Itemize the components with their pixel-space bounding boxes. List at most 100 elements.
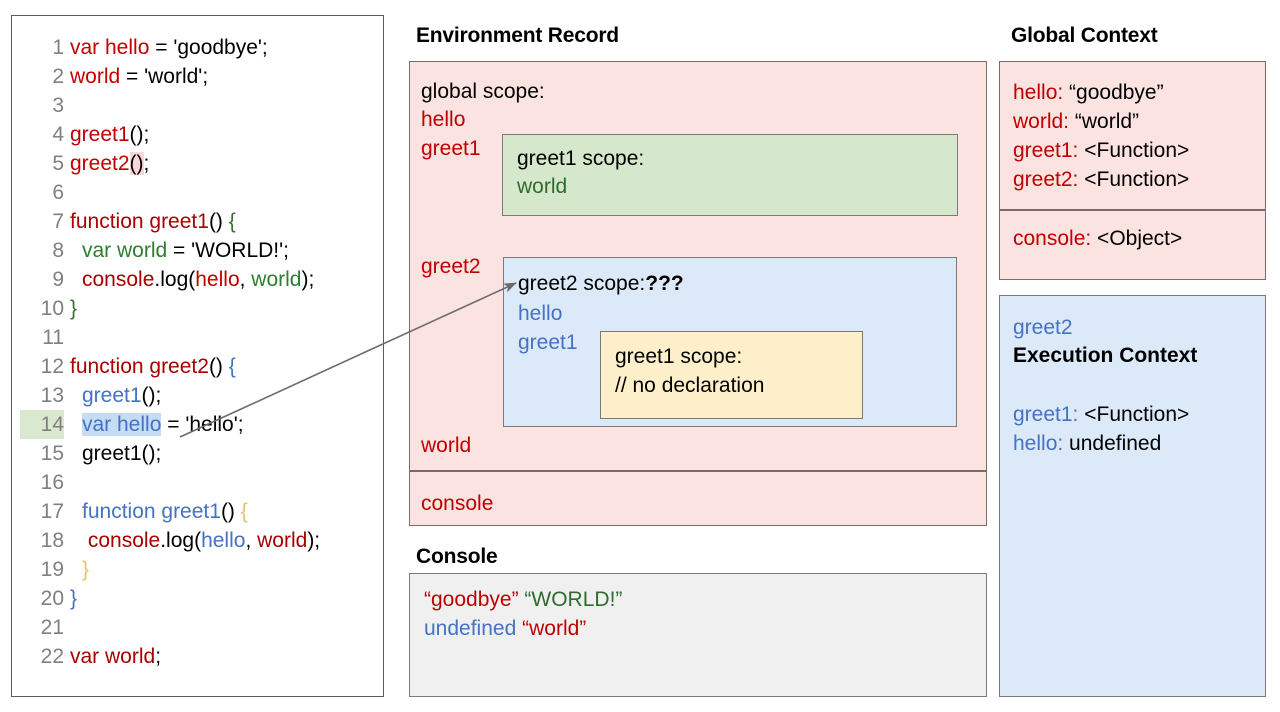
- code-token: );: [301, 268, 315, 291]
- code-line[interactable]: 16: [12, 468, 383, 497]
- code-line[interactable]: 11: [12, 323, 383, 352]
- code-line-number: 8: [52, 239, 64, 262]
- code-token: );: [307, 529, 321, 552]
- greet1-scope-var-world: world: [517, 175, 568, 198]
- code-token: world: [251, 268, 302, 291]
- context-entry-value: “goodbye”: [1063, 81, 1164, 104]
- code-token: world: [257, 529, 308, 552]
- code-line-number: 22: [40, 645, 64, 668]
- code-line[interactable]: 18 console.log(hello, world);: [12, 526, 383, 555]
- code-line[interactable]: 6: [12, 178, 383, 207]
- code-line-text: greet1();: [82, 381, 161, 410]
- code-token: function greet1: [70, 210, 209, 233]
- code-line[interactable]: 14 var hello = 'hello';: [12, 410, 383, 439]
- code-token: = 'world';: [120, 65, 209, 88]
- code-line[interactable]: 19}: [12, 555, 383, 584]
- context-entry-key: hello:: [1013, 81, 1064, 104]
- code-token: .log(: [154, 268, 196, 291]
- execution-context-panel: greet2 Execution Context greet1: <Functi…: [999, 295, 1266, 697]
- context-entry-key: console:: [1013, 227, 1092, 250]
- console-title: Console: [416, 545, 498, 568]
- code-token: var world: [82, 239, 168, 262]
- code-line-number: 19: [40, 558, 64, 581]
- code-token: var hello: [70, 36, 150, 59]
- context-entry-value: <Function>: [1078, 168, 1190, 191]
- context-entry-key: world:: [1013, 110, 1070, 133]
- er-binding-greet2: greet2: [421, 255, 481, 278]
- code-line[interactable]: 9 console.log(hello, world);: [12, 265, 383, 294]
- code-line-number: 7: [52, 210, 64, 233]
- code-line-number: 5: [52, 152, 64, 175]
- execution-context-heading: Execution Context: [1013, 344, 1198, 367]
- greet1-inner-scope-box: greet1 scope: // no declaration: [600, 331, 863, 419]
- context-entry-value: <Function>: [1078, 403, 1190, 426]
- code-line-number: 15: [40, 442, 64, 465]
- code-line-number: 21: [40, 616, 64, 639]
- greet1-inner-scope-comment: // no declaration: [615, 374, 765, 397]
- console-token: “world”: [522, 617, 587, 640]
- code-line-text: console.log(hello, world);: [82, 526, 320, 555]
- greet2-scope-label-row: greet2 scope:???: [518, 270, 684, 297]
- console-output-line: “goodbye” “WORLD!”: [424, 586, 622, 613]
- console-output-panel: “goodbye” “WORLD!” undefined “world”: [409, 573, 987, 697]
- execution-context-entry: hello: undefined: [1013, 430, 1161, 458]
- code-line[interactable]: 21: [12, 613, 383, 642]
- code-line-text: function greet1() {: [70, 207, 236, 236]
- code-line-number: 14: [20, 410, 64, 439]
- global-context-builtin-entry: console: <Object>: [1013, 225, 1182, 253]
- global-context-divider: [999, 209, 1266, 211]
- global-context-entry: hello: “goodbye”: [1013, 79, 1164, 107]
- code-line-number: 18: [40, 529, 64, 552]
- context-entry-value: “world”: [1069, 110, 1140, 133]
- code-line-text: var world;: [70, 642, 161, 671]
- er-binding-console: console: [421, 492, 494, 515]
- code-line-text: console.log(hello, world);: [82, 265, 314, 294]
- context-entry-key: hello:: [1013, 432, 1064, 455]
- code-token: {: [240, 500, 248, 523]
- code-token: var hello: [82, 413, 162, 436]
- context-entry-key: greet2:: [1013, 168, 1079, 191]
- greet2-scope-question-marks: ???: [645, 272, 684, 295]
- code-line[interactable]: 3: [12, 91, 383, 120]
- code-line[interactable]: 7 function greet1() {: [12, 207, 383, 236]
- code-token: greet2: [70, 152, 130, 175]
- code-line-text: }: [70, 584, 77, 613]
- global-scope-label: global scope:: [421, 80, 545, 103]
- code-token: ;: [143, 152, 150, 175]
- code-token: {: [228, 355, 236, 378]
- code-token: =: [149, 36, 174, 59]
- code-line-number: 16: [40, 471, 64, 494]
- greet1-scope-box: greet1 scope: world: [502, 134, 958, 216]
- code-token: }: [70, 587, 78, 610]
- code-line-text: var hello = 'hello';: [82, 410, 244, 439]
- code-token: ();: [141, 384, 162, 407]
- context-entry-key: greet1:: [1013, 403, 1079, 426]
- er-binding-greet1: greet1: [421, 137, 481, 160]
- code-line-number: 6: [52, 181, 64, 204]
- console-token: “WORLD!”: [524, 588, 623, 611]
- global-context-title: Global Context: [1011, 24, 1158, 47]
- greet2-scope-label: greet2 scope:: [518, 272, 646, 295]
- code-line[interactable]: 13 greet1();: [12, 381, 383, 410]
- environment-record-divider: [409, 470, 987, 472]
- code-line-number: 10: [40, 297, 64, 320]
- code-line-number: 4: [52, 123, 64, 146]
- code-line[interactable]: 10}: [12, 294, 383, 323]
- code-line[interactable]: 22 var world;: [12, 642, 383, 671]
- code-token: greet1: [70, 123, 130, 146]
- console-token: undefined: [424, 617, 517, 640]
- code-line-number: 12: [40, 355, 64, 378]
- code-line[interactable]: 20}: [12, 584, 383, 613]
- code-line-number: 13: [40, 384, 64, 407]
- greet1-scope-label: greet1 scope:: [517, 147, 645, 170]
- code-line-number: 9: [52, 268, 64, 291]
